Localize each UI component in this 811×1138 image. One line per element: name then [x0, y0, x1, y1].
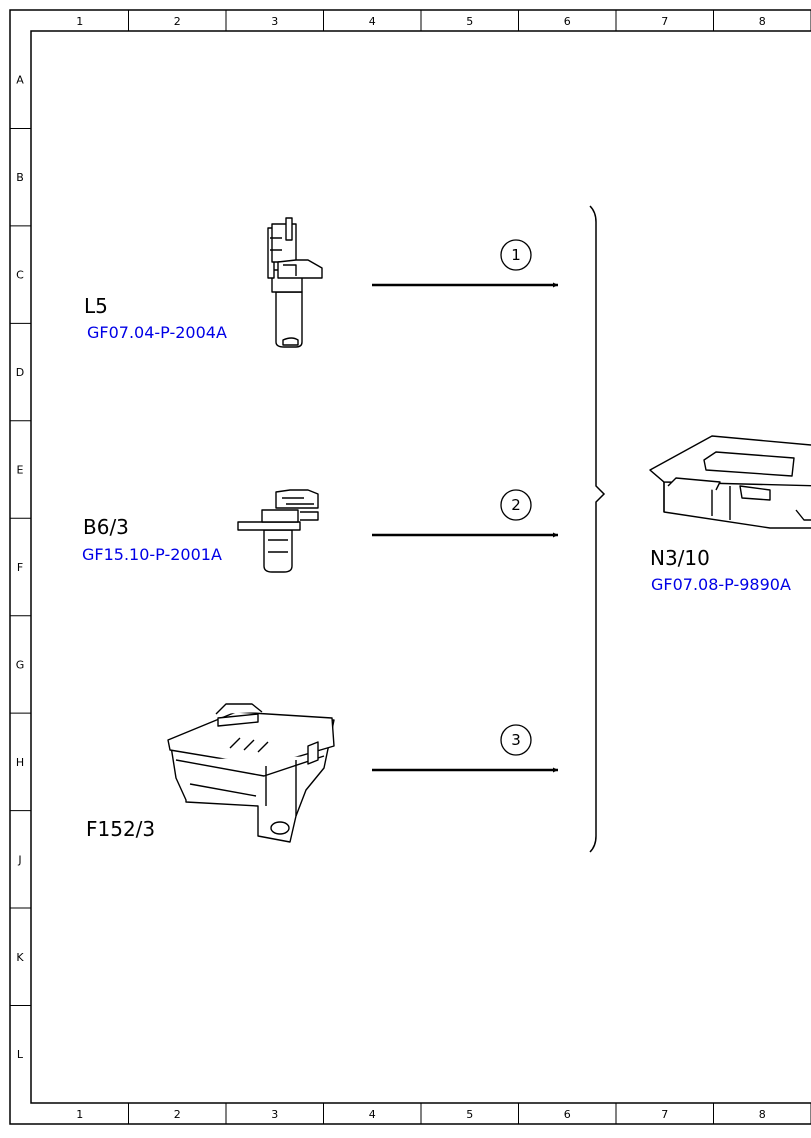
- column-label-top: 4: [369, 15, 376, 28]
- signal-arrow-3: 3: [372, 725, 558, 770]
- column-label-top: 2: [174, 15, 181, 28]
- column-label-bottom: 6: [564, 1108, 571, 1121]
- column-label-top: 8: [759, 15, 766, 28]
- column-label-bottom: 4: [369, 1108, 376, 1121]
- column-label-top: 7: [661, 15, 668, 28]
- row-label: H: [16, 756, 24, 769]
- component-label-n3-10: N3/10: [650, 546, 710, 570]
- doc-link-n3-10[interactable]: GF07.08-P-9890A: [651, 575, 791, 594]
- component-label-l5: L5: [84, 294, 108, 318]
- column-label-top: 5: [466, 15, 473, 28]
- row-label: B: [16, 171, 24, 184]
- sensor-b6-3-drawing: [238, 490, 318, 572]
- signal-arrow-2: 2: [372, 490, 558, 535]
- column-label-bottom: 3: [271, 1108, 278, 1121]
- component-label-b6-3: B6/3: [83, 515, 129, 539]
- sensor-l5-drawing: [268, 218, 322, 347]
- row-label: K: [16, 951, 24, 964]
- column-label-bottom: 8: [759, 1108, 766, 1121]
- module-f152-3-drawing: [168, 704, 334, 842]
- bracket-brace: [590, 206, 604, 852]
- row-label: L: [17, 1048, 24, 1061]
- component-label-f152-3: F152/3: [86, 817, 155, 841]
- doc-link-l5[interactable]: GF07.04-P-2004A: [87, 323, 227, 342]
- row-label: E: [17, 464, 24, 477]
- column-label-bottom: 5: [466, 1108, 473, 1121]
- column-label-top: 1: [76, 15, 83, 28]
- arrow-number-label: 1: [511, 246, 521, 264]
- control-unit-n3-10-drawing: [650, 436, 811, 528]
- row-label: A: [16, 74, 24, 87]
- arrow-number-label: 3: [511, 731, 521, 749]
- arrow-number-label: 2: [511, 496, 521, 514]
- signal-arrows: 1 2 3: [372, 240, 558, 770]
- signal-arrow-1: 1: [372, 240, 558, 285]
- row-label: D: [16, 366, 24, 379]
- row-labels: A B C D E F G H J K L: [16, 74, 25, 1062]
- column-label-bottom: 2: [174, 1108, 181, 1121]
- row-label: G: [16, 658, 25, 671]
- column-label-bottom: 7: [661, 1108, 668, 1121]
- row-label: J: [17, 853, 21, 866]
- column-label-top: 6: [564, 15, 571, 28]
- doc-link-b6-3[interactable]: GF15.10-P-2001A: [82, 545, 222, 564]
- row-label: C: [16, 269, 24, 282]
- column-label-top: 3: [271, 15, 278, 28]
- column-label-bottom: 1: [76, 1108, 83, 1121]
- row-label: F: [17, 561, 23, 574]
